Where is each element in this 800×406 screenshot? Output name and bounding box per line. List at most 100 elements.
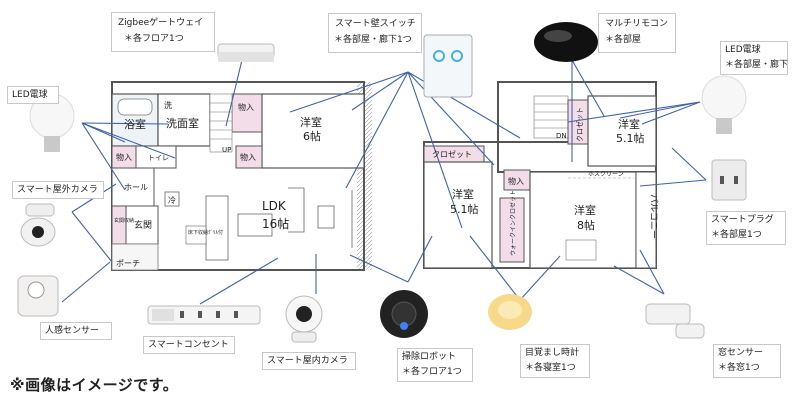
smart-plug-icon (711, 159, 747, 201)
multi-remote-note: ＊各部屋 (605, 35, 642, 45)
walk-in-closet (499, 197, 525, 263)
floor-storage (185, 225, 207, 245)
label-storage-1: 物入 (238, 102, 254, 112)
label-storage-2: 物入 (116, 152, 132, 162)
label-closet-1: クロゼット (432, 149, 472, 159)
label-fridge: 冷 (168, 195, 176, 205)
fridge-icon (164, 191, 180, 207)
bathtub-icon (117, 98, 153, 116)
label-ldk: LDK (262, 199, 287, 213)
wall-switch-note: ＊各部屋・廊下1つ (334, 35, 412, 45)
shoe-storage (111, 205, 127, 245)
smart-plug-label-box: スマートプラグ ＊各部屋1つ (706, 211, 786, 245)
led-left-label-box: LED電球 (7, 86, 59, 104)
motion-sensor-label-box: 人感センサー (40, 322, 112, 340)
entrance (125, 205, 159, 245)
label-ldk-size: 16帖 (262, 216, 289, 231)
stairs-floor1 (209, 93, 233, 153)
label-porch: ポーチ (116, 259, 140, 268)
led-left-name: LED電球 (12, 90, 48, 100)
label-western-b-size: 5.1帖 (616, 132, 645, 145)
floor1-labels: 浴室 洗面室 洗 物入 洋室 6帖 物入 トイレ 物入 UP ホール 玄関収納 … (114, 100, 322, 268)
label-western-a: 洋室 (452, 187, 474, 201)
led-bulb-left-icon (29, 93, 75, 152)
label-hall: ホール (124, 183, 148, 192)
western-room-6 (261, 93, 365, 169)
label-shoe-storage: 玄関収納 (114, 217, 134, 224)
stairs-floor2 (533, 95, 569, 139)
robot-name: 掃除ロボット (402, 352, 457, 362)
wall-switch-icon (423, 34, 473, 98)
alarm-clock-icon (488, 294, 532, 330)
alarm-label-box: 目覚まし時計 ＊各寝室1つ (520, 344, 590, 378)
outdoor-camera-name: スマート屋外カメラ (17, 185, 98, 195)
label-balcony: バルコニー (648, 194, 659, 239)
indoor-camera-name: スマート屋内カメラ (267, 356, 348, 366)
floor2-labels: クロゼット クロゼット ウォークインクロゼット 物入 洋室 5.1帖 洋室 5.… (432, 107, 659, 256)
connector-lines (61, 59, 707, 305)
multi-remote-icon (534, 22, 598, 62)
smart-outlet-label-box: スマートコンセント (143, 336, 235, 354)
floor1-plan (111, 81, 372, 271)
label-closet-2: クロゼット (575, 107, 584, 142)
label-western-a-size: 5.1帖 (450, 203, 479, 216)
window-sensor-note: ＊各窓1つ (718, 363, 760, 373)
wall-switch-name: スマート壁スイッチ (335, 19, 416, 29)
coffee-table-icon (317, 205, 335, 229)
smart-outlet-icon (147, 305, 261, 325)
storage-1 (231, 93, 263, 133)
smart-plug-name: スマートプラグ (711, 215, 774, 225)
porch (111, 243, 159, 271)
robot-vacuum-icon (380, 290, 428, 338)
robot-note: ＊各フロア1つ (402, 367, 462, 377)
kitchen-counter (205, 195, 229, 261)
label-storage-floor2: 物入 (508, 176, 524, 186)
label-western-c-size: 8帖 (577, 219, 595, 232)
alarm-note: ＊各寝室1つ (525, 363, 576, 373)
led-right-note: ＊各部屋・廊下 (725, 60, 789, 70)
balcony (635, 171, 657, 269)
sofa-icon (288, 187, 305, 233)
label-dn: DN (556, 132, 567, 140)
multi-remote-label-box: マルチリモコン ＊各部屋 (598, 13, 676, 53)
window-sensor-name: 窓センサー (718, 348, 764, 358)
label-storage-3: 物入 (240, 152, 256, 162)
smart-outlet-name: スマートコンセント (148, 340, 229, 350)
label-pantry: ｸﾞﾘﾙ付 (208, 229, 223, 236)
label-walk-in: ウォークインクロゼット (509, 190, 517, 256)
zigbee-gateway-icon (217, 43, 275, 62)
toilet-room (135, 145, 177, 169)
label-screen: ホスクリーン (588, 171, 624, 178)
motion-sensor-name: 人感センサー (45, 326, 100, 336)
label-wash: 洗 (164, 100, 172, 110)
robot-label-box: 掃除ロボット ＊各フロア1つ (397, 348, 473, 382)
label-floor-storage: 床下収納 (188, 229, 208, 236)
window-sensor-label-box: 窓センサー ＊各窓1つ (713, 344, 781, 378)
led-bulb-right-icon (701, 75, 747, 134)
label-western-c: 洋室 (574, 203, 596, 217)
indoor-camera-icon (285, 295, 323, 343)
label-western-room: 洋室 (300, 115, 322, 129)
label-bath: 浴室 (124, 117, 146, 131)
bed-icon (565, 239, 597, 261)
western-room-c (529, 171, 637, 269)
led-right-name: LED電球 (725, 45, 761, 55)
window-sensor-icon (645, 303, 705, 339)
label-western-size: 6帖 (303, 130, 321, 143)
outdoor-camera-icon (20, 203, 56, 247)
zigbee-note: ＊各フロア1つ (124, 34, 184, 44)
label-up: UP (222, 146, 231, 154)
label-entrance: 玄関 (134, 219, 152, 231)
wall-switch-label-box: スマート壁スイッチ ＊各部屋・廊下1つ (328, 13, 422, 53)
footnote: ※画像はイメージです。 (10, 376, 179, 394)
zigbee-label-box: Zigbeeゲートウェイ ＊各フロア1つ (111, 12, 215, 52)
outdoor-camera-label-box: スマート屋外カメラ (12, 181, 104, 199)
smart-plug-note: ＊各部屋1つ (711, 230, 762, 240)
label-washroom: 洗面室 (166, 116, 199, 130)
led-right-label-box: LED電球 ＊各部屋・廊下 (720, 41, 788, 75)
storage-3 (235, 145, 263, 169)
dining-table-icon (237, 213, 273, 237)
indoor-camera-label-box: スマート屋内カメラ (262, 352, 356, 370)
zigbee-name: Zigbeeゲートウェイ (118, 18, 204, 28)
